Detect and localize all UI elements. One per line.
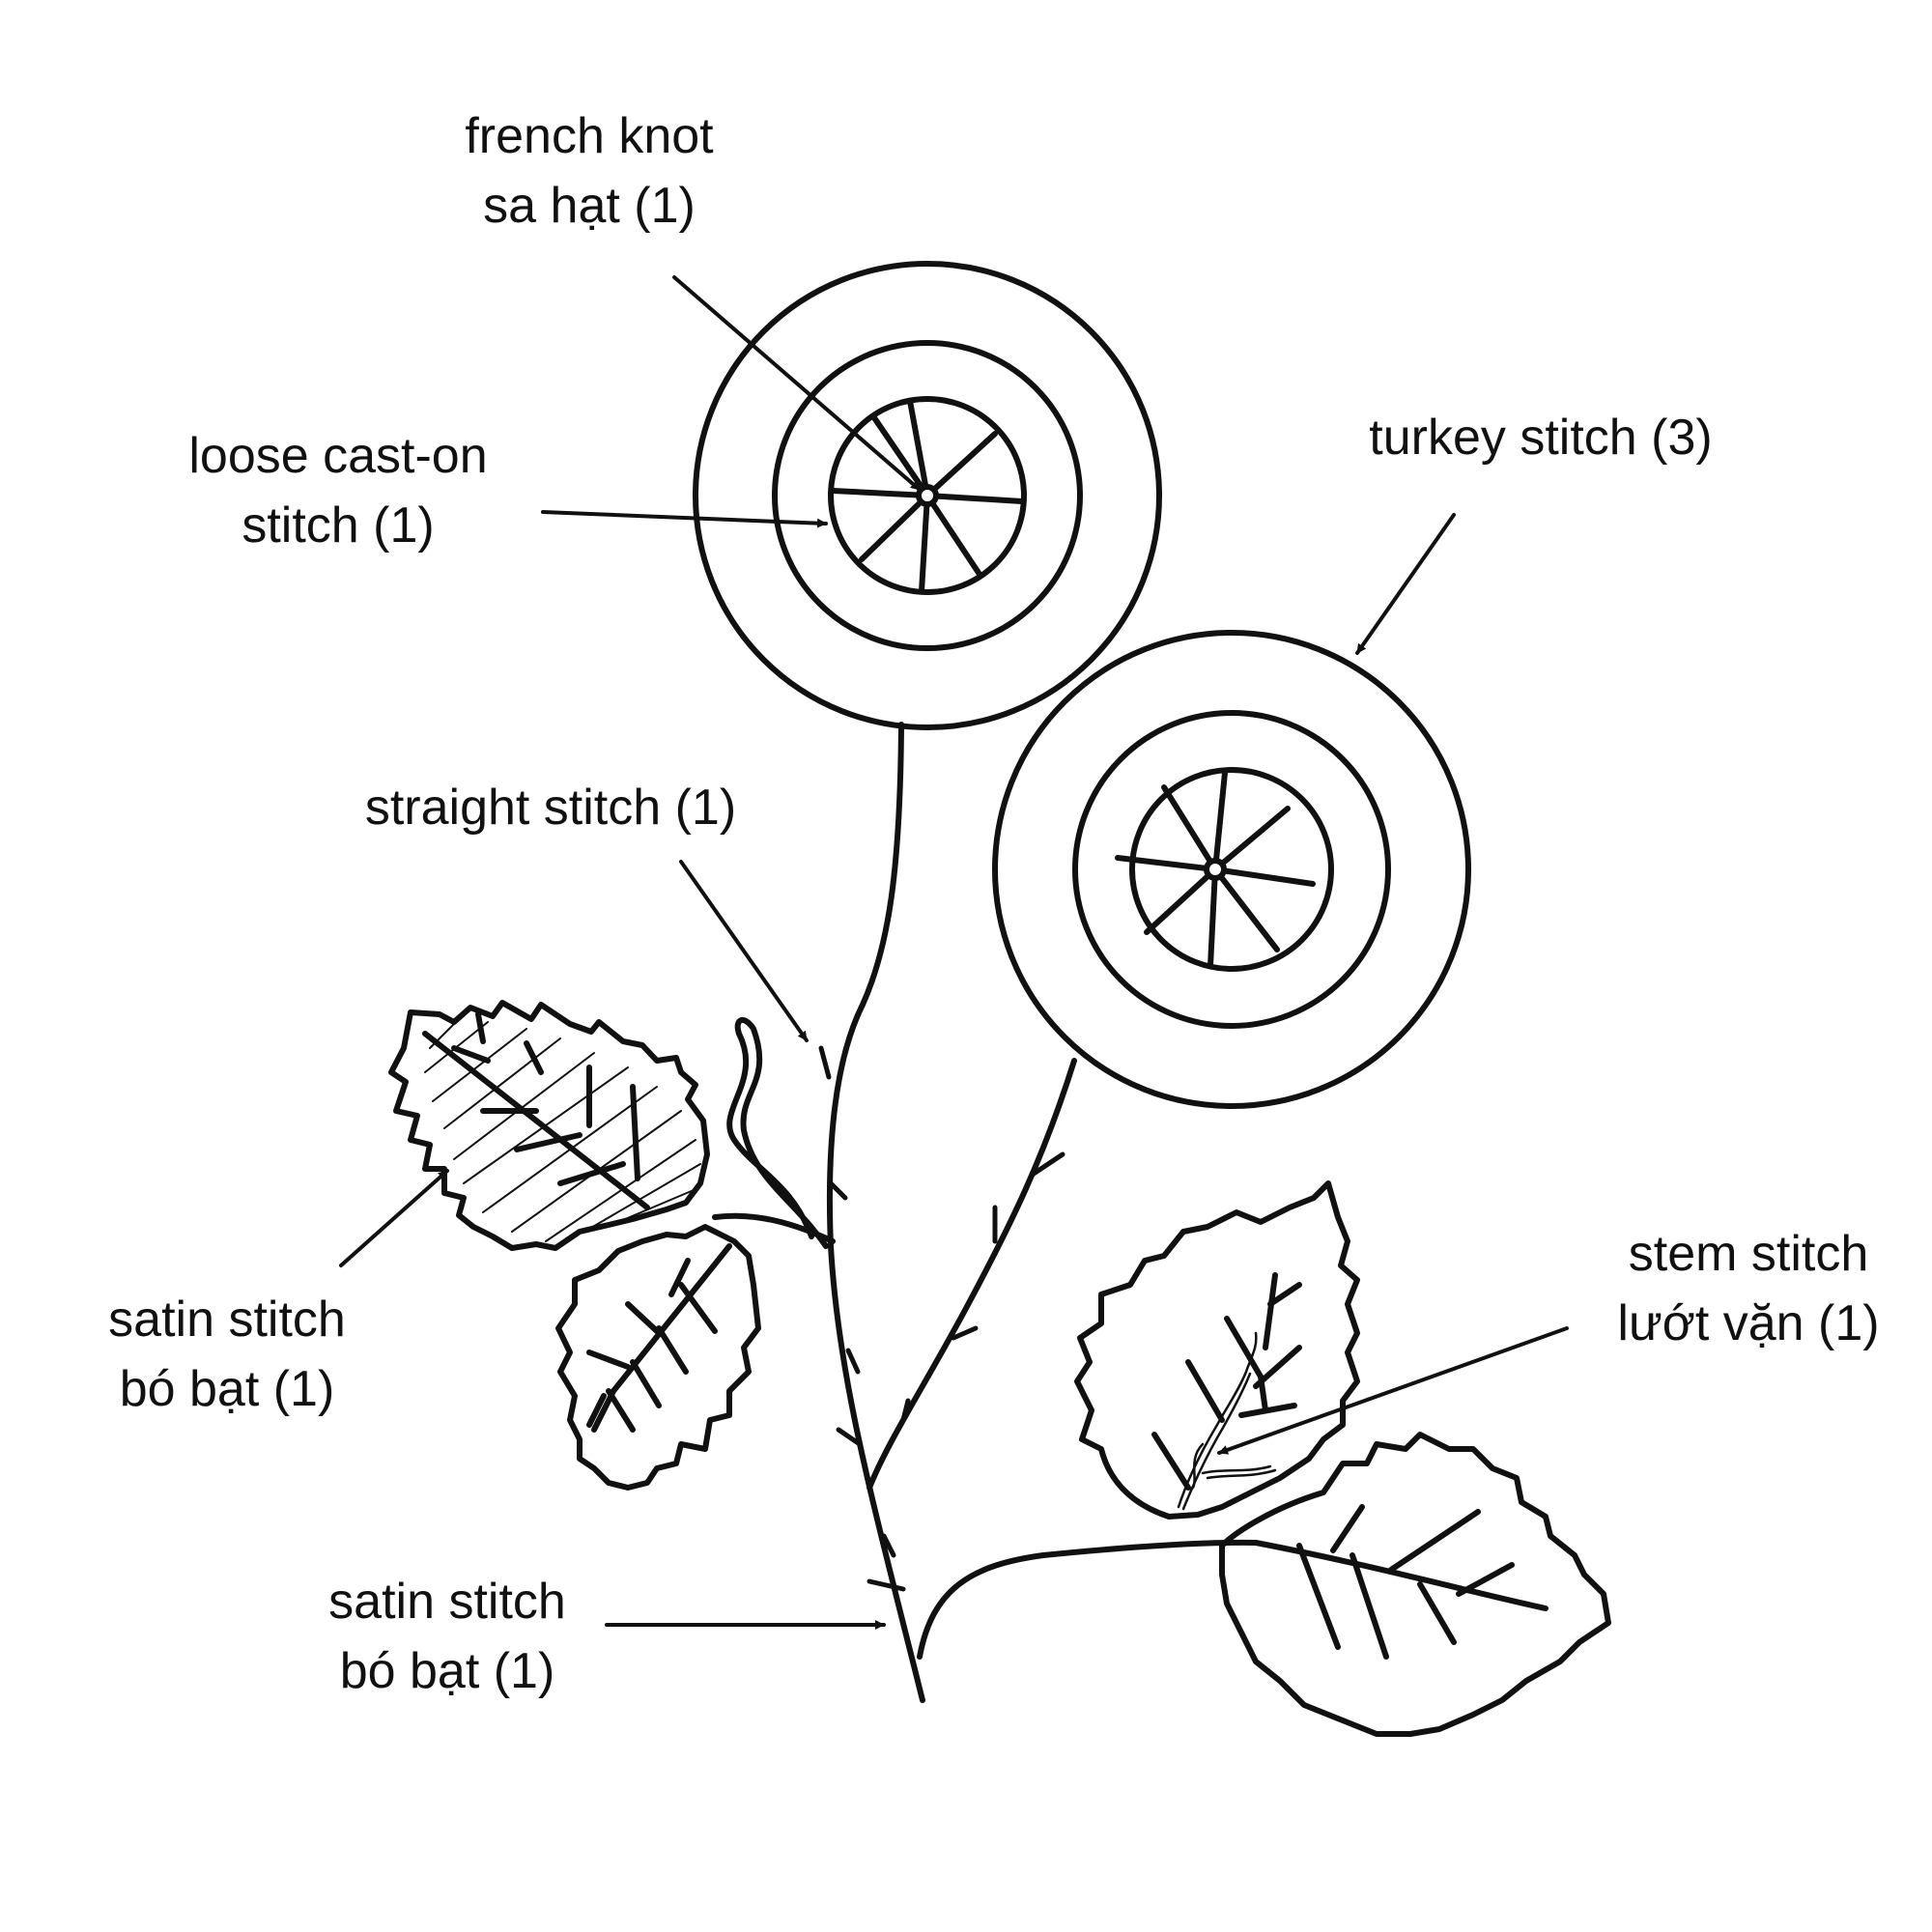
flower-right [995, 633, 1468, 1106]
leaf-upper-right [1077, 1183, 1357, 1517]
label-turkey-line1: turkey stitch (3) [1323, 403, 1758, 472]
label-satin-leaf-line2: bó bạt (1) [68, 1354, 386, 1424]
flower-right-center-knot [1207, 861, 1224, 878]
arrow-satin-leaf [341, 1171, 447, 1265]
arrow-stem [1219, 1328, 1567, 1453]
label-satin-leaf: satin stitch bó bạt (1) [68, 1285, 386, 1424]
arrow-straight [681, 862, 807, 1040]
label-satin-stem: satin stitch bó bạt (1) [288, 1567, 607, 1706]
arrow-turkey [1357, 515, 1454, 653]
leaf-lower-left [558, 1227, 758, 1488]
label-straight: straight stitch (1) [319, 773, 782, 842]
label-turkey: turkey stitch (3) [1323, 403, 1758, 472]
label-loose-cast-on-line2: stitch (1) [145, 491, 531, 560]
label-stem-line1: stem stitch [1584, 1219, 1913, 1289]
label-satin-leaf-line1: satin stitch [68, 1285, 386, 1354]
label-stem-line2: lướt vặn (1) [1584, 1289, 1913, 1358]
label-satin-stem-line1: satin stitch [288, 1567, 607, 1636]
label-satin-stem-line2: bó bạt (1) [288, 1636, 607, 1706]
label-french-knot-line1: french knot [406, 101, 773, 171]
leaf-upper-left [391, 1003, 833, 1248]
label-stem: stem stitch lướt vặn (1) [1584, 1219, 1913, 1358]
arrow-loose-cast-on [543, 512, 826, 524]
flower-top [696, 264, 1159, 727]
label-french-knot: french knot sa hạt (1) [406, 101, 773, 241]
label-french-knot-line2: sa hạt (1) [406, 171, 773, 241]
stem-thorns [821, 1048, 1063, 1589]
label-straight-line1: straight stitch (1) [319, 773, 782, 842]
label-loose-cast-on: loose cast-on stitch (1) [145, 421, 531, 560]
label-loose-cast-on-line1: loose cast-on [145, 421, 531, 491]
arrow-french-knot [674, 277, 920, 490]
